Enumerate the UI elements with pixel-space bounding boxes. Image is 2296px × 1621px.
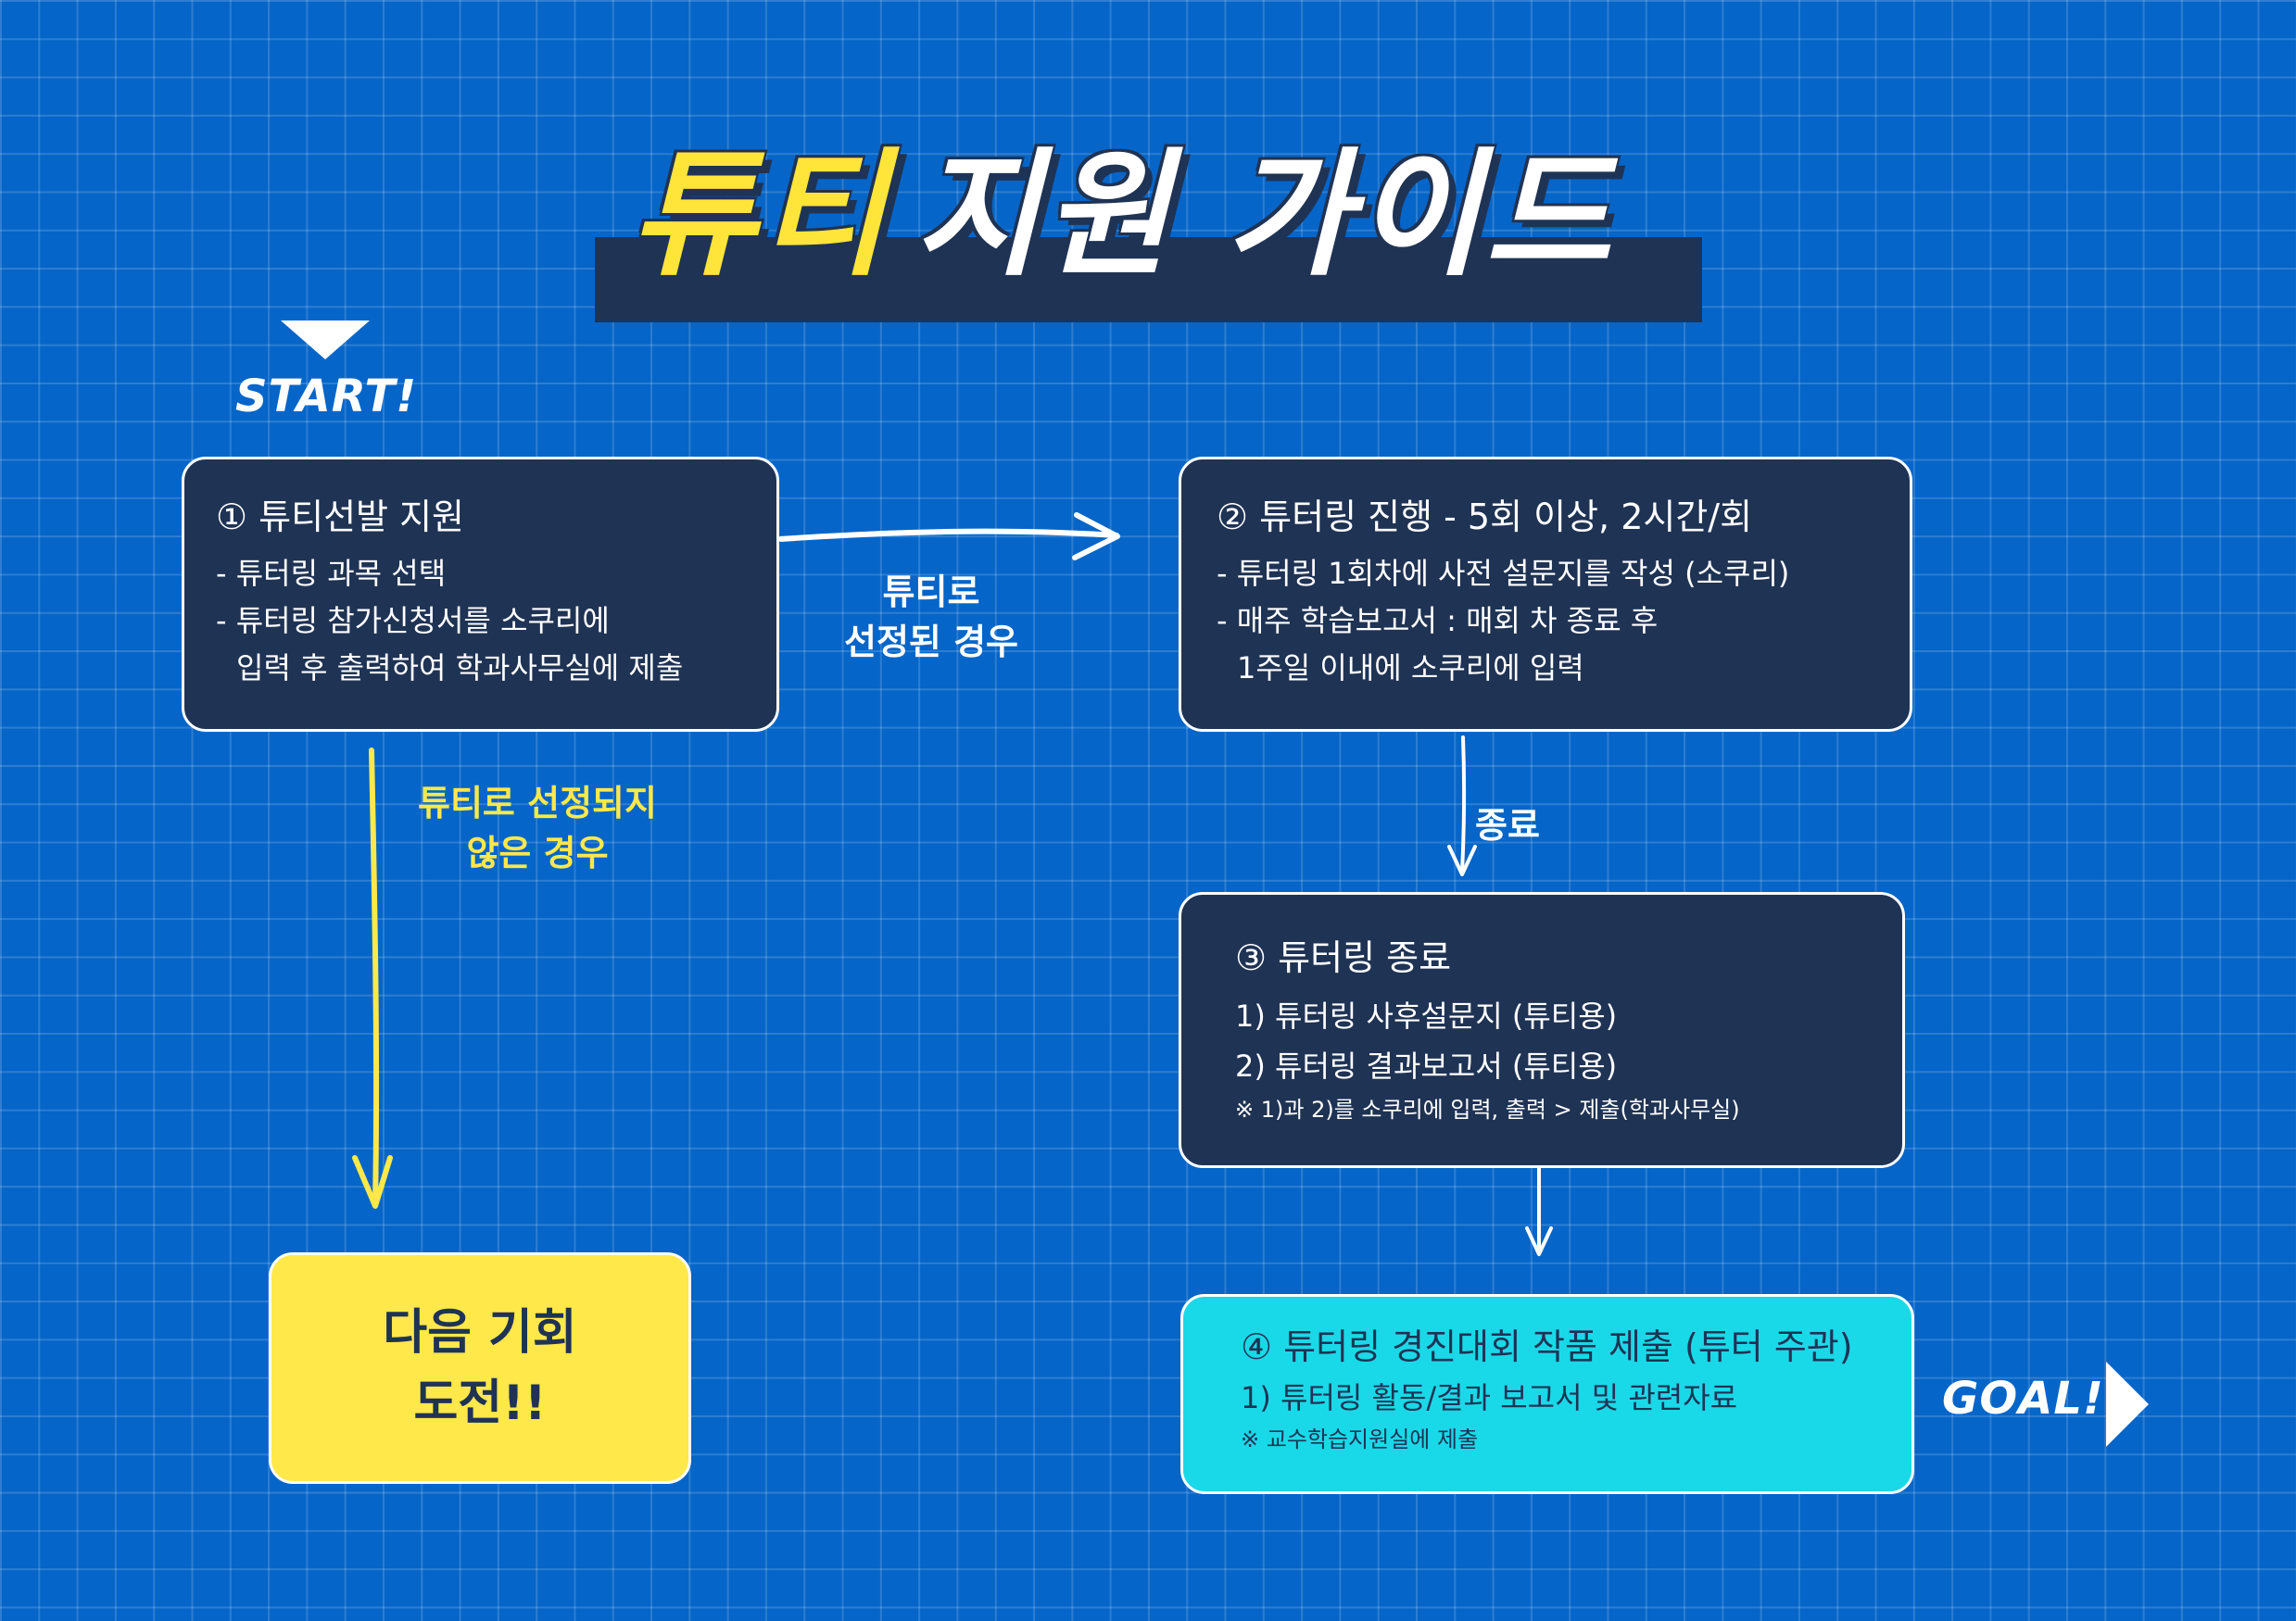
title-rest: 지원 가이드 bbox=[914, 135, 1615, 295]
label-end: 종료 bbox=[1475, 805, 1540, 846]
step-2-line-3: 1주일 이내에 소쿠리에 입력 bbox=[1237, 650, 1584, 685]
step-1-line-3: 입력 후 출력하여 학과사무실에 제출 bbox=[236, 650, 684, 685]
step-2-box: ② 튜터링 진행 - 5회 이상, 2시간/회 - 튜터링 1회차에 사전 설문… bbox=[1179, 457, 1912, 732]
label-selected: 튜티로 선정된 경우 bbox=[806, 567, 1056, 667]
step-2-title: ② 튜터링 진행 - 5회 이상, 2시간/회 bbox=[1217, 496, 1753, 537]
arrow-step1-to-fail bbox=[369, 748, 380, 1207]
step-1-title: ① 튜티선발 지원 bbox=[216, 496, 464, 537]
arrow-step2-to-step3 bbox=[1460, 735, 1467, 874]
step-1-line-2: - 튜터링 참가신청서를 소쿠리에 bbox=[216, 603, 610, 638]
label-selected-line-2: 선정된 경우 bbox=[843, 622, 1019, 662]
label-not-selected-line-2: 않은 경우 bbox=[466, 833, 609, 873]
next-chance-text: 다음 기회 도전!! bbox=[383, 1298, 576, 1439]
arrow-step1-to-step2 bbox=[778, 528, 1119, 542]
step-3-line-1: 1) 튜터링 사후설문지 (튜티용) bbox=[1235, 999, 1618, 1034]
arrow-step3-to-step4-head bbox=[1525, 1226, 1553, 1256]
step-4-box: ④ 튜터링 경진대회 작품 제출 (튜터 주관) 1) 튜터링 활동/결과 보고… bbox=[1180, 1294, 1914, 1494]
next-chance-line-2: 도전!! bbox=[413, 1376, 547, 1431]
step-3-title: ③ 튜터링 종료 bbox=[1235, 937, 1452, 978]
next-chance-line-1: 다음 기회 bbox=[383, 1305, 577, 1361]
goal-triangle-icon bbox=[2106, 1362, 2149, 1447]
step-1-line-1: - 튜터링 과목 선택 bbox=[216, 556, 447, 591]
start-label: START! bbox=[235, 371, 418, 422]
arrow-step1-to-step2-head bbox=[1072, 512, 1120, 560]
arrow-step1-to-fail-head bbox=[352, 1155, 393, 1209]
start-triangle-icon bbox=[281, 320, 370, 359]
arrow-step2-to-step3-head bbox=[1447, 845, 1477, 876]
goal-label: GOAL! bbox=[1942, 1373, 2104, 1425]
step-4-title: ④ 튜터링 경진대회 작품 제출 (튜터 주관) bbox=[1241, 1326, 1853, 1367]
step-4-note: ※ 교수학습지원실에 제출 bbox=[1241, 1426, 1479, 1452]
step-3-box: ③ 튜터링 종료 1) 튜터링 사후설문지 (튜티용) 2) 튜터링 결과보고서… bbox=[1179, 892, 1905, 1168]
step-4-line-1: 1) 튜터링 활동/결과 보고서 및 관련자료 bbox=[1241, 1380, 1738, 1415]
label-not-selected: 튜티로 선정되지 않은 경우 bbox=[371, 778, 704, 878]
step-3-note: ※ 1)과 2)를 소쿠리에 입력, 출력 > 제출(학과사무실) bbox=[1235, 1097, 1740, 1123]
label-selected-line-1: 튜티로 bbox=[882, 572, 980, 612]
label-not-selected-line-1: 튜티로 선정되지 bbox=[418, 783, 657, 823]
title-underlay-bar bbox=[595, 237, 1702, 322]
step-2-line-1: - 튜터링 1회차에 사전 설문지를 작성 (소쿠리) bbox=[1217, 556, 1790, 591]
step-2-line-2: - 매주 학습보고서 : 매회 차 종료 후 bbox=[1217, 603, 1659, 638]
step-3-line-2: 2) 튜터링 결과보고서 (튜티용) bbox=[1235, 1049, 1618, 1084]
step-1-box: ① 튜티선발 지원 - 튜터링 과목 선택 - 튜터링 참가신청서를 소쿠리에 … bbox=[182, 457, 779, 732]
title-highlight: 튜티 bbox=[630, 135, 890, 295]
next-chance-box: 다음 기회 도전!! bbox=[269, 1252, 691, 1484]
